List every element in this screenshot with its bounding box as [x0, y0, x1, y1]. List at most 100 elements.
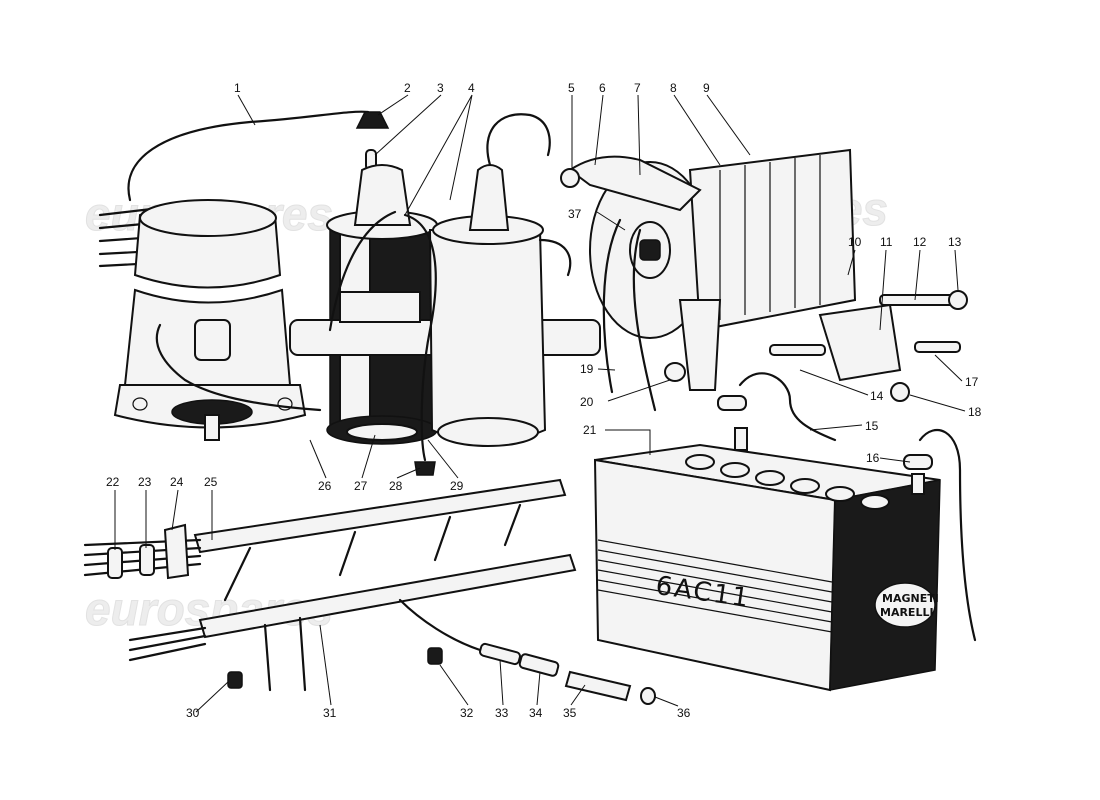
plug-lead-33	[479, 642, 521, 666]
coil-wire-29	[403, 213, 437, 462]
callout-25: 25	[204, 475, 218, 489]
plug-cap-34	[518, 653, 560, 677]
grommet-22	[107, 547, 123, 579]
distributor-shaft	[204, 414, 220, 441]
callout-32: 32	[460, 706, 474, 720]
coil-front-tower	[353, 164, 412, 226]
grommet-32	[427, 647, 443, 665]
callout-16: 16	[866, 451, 880, 465]
callout-30: 30	[186, 706, 200, 720]
coil-wires	[328, 210, 437, 476]
battery-terminal-pos	[734, 427, 748, 451]
callout-6: 6	[599, 81, 606, 95]
adjusting-strap	[568, 155, 702, 212]
callout-37: 37	[568, 207, 582, 221]
coil-wire-4	[328, 210, 397, 332]
alternator	[560, 148, 857, 412]
loom-branches-upper	[223, 503, 522, 602]
distributor	[98, 110, 370, 441]
clip-24	[163, 523, 190, 580]
nut-5	[560, 168, 580, 188]
stud-17	[914, 341, 961, 353]
battery-clamp-15	[717, 395, 747, 411]
callout-27: 27	[354, 479, 368, 493]
coil-rear-body	[428, 229, 547, 444]
callout-19: 19	[580, 362, 594, 376]
callout-26: 26	[318, 479, 332, 493]
coil-rear-tower	[468, 164, 510, 231]
callout-33: 33	[495, 706, 509, 720]
alternator-mount-arm	[678, 299, 722, 391]
callout-7: 7	[634, 81, 641, 95]
callout-2: 2	[404, 81, 411, 95]
callout-labels: 1 2 3 4 5 6 7 8 9 10 11 12 13 14 15 16 1…	[106, 81, 982, 720]
loom-branch-32	[398, 598, 482, 652]
callout-36: 36	[677, 706, 691, 720]
callout-10: 10	[848, 235, 862, 249]
loom-branches-lower	[263, 616, 307, 692]
coil-rear-lead	[486, 113, 551, 167]
wiring-loom-upper	[83, 478, 567, 602]
callout-35: 35	[563, 706, 577, 720]
callout-15: 15	[865, 419, 879, 433]
callout-34: 34	[529, 706, 543, 720]
battery-clamp-16	[903, 454, 933, 470]
callout-5: 5	[568, 81, 575, 95]
callout-22: 22	[106, 475, 120, 489]
callout-14: 14	[870, 389, 884, 403]
battery-front	[593, 458, 837, 692]
bracket-11	[818, 303, 902, 382]
spark-plug-35	[564, 670, 632, 702]
nut-13	[948, 290, 968, 310]
bolt-14	[769, 344, 826, 356]
callout-18: 18	[968, 405, 982, 419]
loom-wires-lower	[128, 626, 207, 662]
spark-plug-assembly	[479, 642, 656, 705]
callout-8: 8	[670, 81, 677, 95]
ignition-coil-rear	[428, 113, 572, 447]
coil-rear-wire	[538, 238, 572, 277]
callout-13: 13	[948, 235, 962, 249]
nut-20	[664, 362, 686, 382]
battery-brand-logo: MAGNETI MARELLI	[874, 582, 939, 628]
callout-21: 21	[583, 423, 597, 437]
grommet-28	[414, 461, 436, 476]
battery-brand-top: MAGNETI	[882, 592, 939, 605]
terminal-boot	[355, 111, 390, 129]
distributor-lead	[155, 323, 322, 412]
distributor-leads	[98, 206, 177, 268]
grommet-23	[139, 544, 155, 576]
loom-tube-25	[193, 478, 567, 554]
callout-20: 20	[580, 395, 594, 409]
callout-12: 12	[913, 235, 927, 249]
plug-washer-36	[640, 687, 656, 705]
callout-1: 1	[234, 81, 241, 95]
alternator-plate	[596, 211, 626, 231]
battery-brand-bottom: MARELLI	[880, 606, 934, 619]
cable-terminal-parts	[355, 111, 390, 171]
nut-18	[890, 382, 910, 402]
battery-cable-15	[738, 372, 837, 442]
loom-tube-31	[198, 553, 577, 639]
callout-4: 4	[468, 81, 475, 95]
callout-23: 23	[138, 475, 152, 489]
battery-side	[829, 479, 941, 691]
callout-3: 3	[437, 81, 444, 95]
battery-cables	[717, 372, 977, 642]
grommet-30	[227, 671, 243, 689]
ht-lead-cable	[127, 110, 370, 202]
callout-17: 17	[965, 375, 979, 389]
alternator-body	[688, 148, 857, 332]
callout-11: 11	[880, 235, 893, 249]
wiring-loom-lower	[128, 553, 577, 692]
callout-24: 24	[170, 475, 184, 489]
coil-clamp	[339, 291, 421, 323]
leader-lines	[114, 94, 966, 713]
callout-29: 29	[450, 479, 464, 493]
battery-cable-16	[918, 429, 977, 642]
battery-caps	[685, 454, 890, 510]
callout-31: 31	[323, 706, 337, 720]
battery-terminal-neg	[911, 473, 925, 495]
callout-9: 9	[703, 81, 710, 95]
